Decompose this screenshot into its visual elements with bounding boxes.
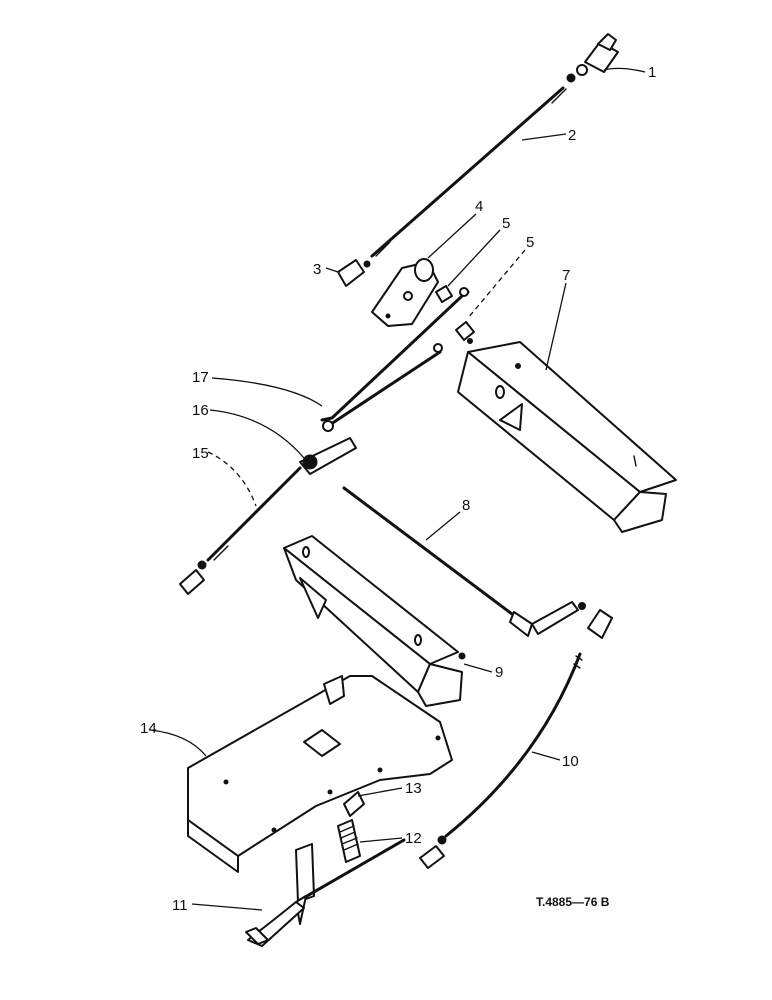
- part-10-curved-rod: [419, 609, 613, 869]
- drawing-reference: T.4885—76 B: [536, 895, 610, 909]
- part-2-rod: [370, 86, 567, 258]
- part-11-pedal: [245, 838, 406, 947]
- part-8-cross-shaft: [342, 486, 586, 637]
- part-16-lever: [299, 420, 357, 475]
- callout-9: 9: [495, 664, 503, 681]
- part-1-knob: [566, 33, 619, 83]
- part-12-spring: [337, 819, 361, 863]
- part-15-rod: [179, 466, 302, 595]
- callout-5-upper: 5: [502, 215, 510, 232]
- callout-4: 4: [475, 198, 483, 215]
- callout-10: 10: [562, 753, 579, 770]
- leader-lines: [149, 67, 646, 911]
- part-17-link-rods: [320, 287, 470, 428]
- callout-7: 7: [562, 267, 570, 284]
- part-3-clevis: [337, 259, 371, 287]
- callout-3: 3: [313, 261, 321, 278]
- callout-13: 13: [405, 780, 422, 797]
- callout-2: 2: [568, 127, 576, 144]
- part-9-channel-bracket: [283, 535, 466, 707]
- callout-1: 1: [648, 64, 656, 81]
- part-13-clip: [343, 791, 365, 817]
- callout-15: 15: [192, 445, 209, 462]
- callout-12: 12: [405, 830, 422, 847]
- callout-11: 11: [172, 897, 188, 914]
- part-5-pins: [435, 285, 475, 344]
- part-4-bellcrank: [371, 258, 439, 327]
- callout-17: 17: [192, 369, 209, 386]
- part-7-channel-bracket: [457, 341, 677, 533]
- callout-5-lower: 5: [526, 234, 534, 251]
- part-14-cover-plate: [187, 675, 453, 873]
- callout-14: 14: [140, 720, 157, 737]
- callout-8: 8: [462, 497, 470, 514]
- callout-16: 16: [192, 402, 209, 419]
